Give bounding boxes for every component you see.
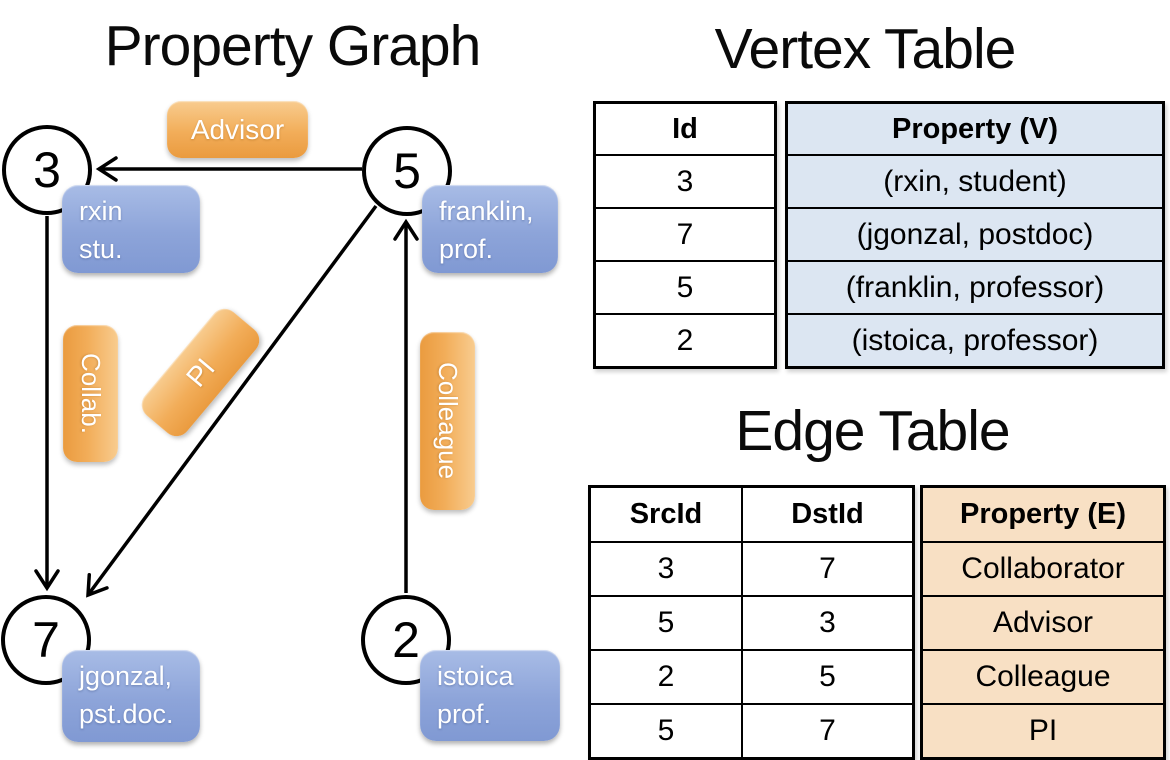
edge-label-advisor: Advisor [167, 101, 308, 158]
graph-node-2: 2 [361, 595, 451, 685]
table-row: 3 [593, 154, 777, 209]
table-row: 2 [593, 313, 777, 369]
vertex-property-box-franklin: franklin, prof. [422, 185, 558, 273]
table-row: Collaborator [920, 541, 1166, 597]
edge-table-property-header: Property (E) [920, 485, 1166, 543]
property-graph-title: Property Graph [104, 14, 482, 78]
node-id-label: 7 [32, 612, 60, 668]
vertex-property-box-istoica: istoica prof. [420, 650, 560, 741]
table-row: 5 7 [588, 703, 915, 760]
edge-table-src-header: SrcId [588, 485, 743, 543]
graph-edges-canvas [34, 156, 419, 598]
vertex-property-line: stu. [79, 234, 123, 265]
edge-table-property-column: Property (E) Collaborator Advisor Collea… [920, 485, 1166, 760]
node-id-label: 3 [33, 142, 61, 198]
edge-table-dst-header: DstId [740, 485, 915, 543]
vertex-property-line: jgonzal, [79, 661, 173, 691]
vertex-property-line: franklin, [439, 196, 534, 226]
node-id-label: 2 [392, 612, 420, 668]
table-row: PI [920, 703, 1166, 760]
table-row: 3 7 [588, 541, 915, 597]
edge-label-collaborator: Collab. [63, 325, 118, 462]
vertex-table-property-header: Property (V) [785, 101, 1165, 156]
table-row: (rxin, student) [785, 154, 1165, 209]
vertex-property-box-jgonzal: jgonzal, pst.doc. [62, 650, 200, 742]
table-row: Advisor [920, 595, 1166, 651]
table-row: (istoica, professor) [785, 313, 1165, 369]
edge-table-id-columns: SrcId DstId 3 7 5 3 2 5 5 7 [588, 485, 915, 760]
vertex-property-line: prof. [437, 699, 492, 730]
vertex-property-line: istoica [437, 661, 514, 691]
table-row: (franklin, professor) [785, 260, 1165, 315]
node-id-label: 5 [393, 143, 421, 199]
table-row: Colleague [920, 649, 1166, 705]
vertex-property-line: rxin [79, 196, 123, 226]
table-row: 5 3 [588, 595, 915, 651]
vertex-property-line: pst.doc. [79, 699, 174, 730]
vertex-table-title: Vertex Table [714, 17, 1017, 81]
edge-label-colleague: Colleague [420, 332, 475, 510]
table-row: (jgonzal, postdoc) [785, 207, 1165, 262]
vertex-table-property-column: Property (V) (rxin, student) (jgonzal, p… [785, 101, 1165, 369]
table-row: 7 [593, 207, 777, 262]
edge-pi-5-to-7 [86, 204, 378, 598]
vertex-property-box-rxin: rxin stu. [62, 185, 200, 273]
vertex-table-id-column: Id 3 7 5 2 [593, 101, 777, 369]
vertex-table-id-header: Id [593, 101, 777, 156]
graph-node-5: 5 [362, 126, 452, 216]
vertex-property-line: prof. [439, 234, 494, 265]
table-row: 2 5 [588, 649, 915, 705]
edge-table-title: Edge Table [735, 399, 1010, 463]
table-row: 5 [593, 260, 777, 315]
